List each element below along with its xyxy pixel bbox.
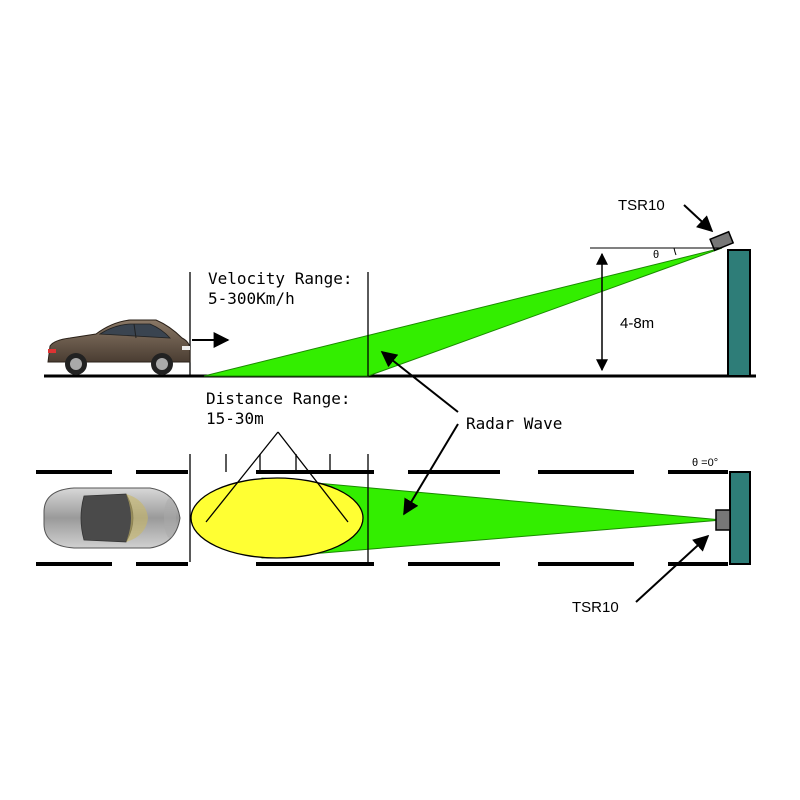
sensor-top <box>715 509 731 531</box>
pole-top <box>729 471 751 565</box>
theta-label: θ <box>653 249 659 261</box>
sensor-label-bottom: TSR10 <box>572 599 619 616</box>
radar-wave-pointer-top <box>380 351 459 413</box>
top-view: θ =0° TSR10 Distance Range: 15-30m <box>34 389 751 616</box>
velocity-range-title: Velocity Range: <box>208 269 353 288</box>
car-top-view <box>34 478 186 558</box>
theta-arc <box>673 247 677 256</box>
distance-pointer-right <box>277 431 349 523</box>
pole-side <box>727 249 751 377</box>
radar-wave-callout: Radar Wave <box>380 351 562 516</box>
car-side-view <box>47 319 191 375</box>
detection-zone <box>190 477 364 559</box>
velocity-range-value: 5-300Km/h <box>208 289 295 308</box>
distance-range-value: 15-30m <box>206 409 264 428</box>
sensor-pointer-top <box>683 204 714 233</box>
height-label: 4-8m <box>620 315 654 332</box>
distance-pointer-left <box>205 431 279 523</box>
sensor-label-top: TSR10 <box>618 197 665 214</box>
side-view: Velocity Range: 5-300Km/h 4-8m θ TSR10 <box>44 197 756 378</box>
radar-wave-label: Radar Wave <box>466 414 562 433</box>
theta-zero-label: θ =0° <box>692 457 718 469</box>
distance-range-title: Distance Range: <box>206 389 351 408</box>
sensor-side <box>709 230 735 252</box>
sensor-pointer-bottom <box>635 534 710 603</box>
radar-beam-side <box>203 247 723 377</box>
radar-wave-pointer-bottom <box>403 423 459 516</box>
